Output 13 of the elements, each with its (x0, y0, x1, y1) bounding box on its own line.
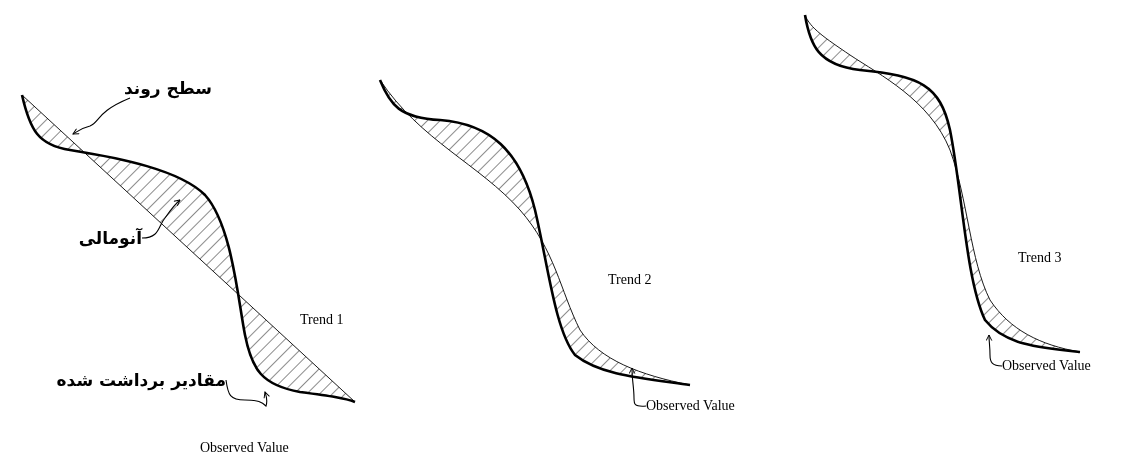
annotation-text: Trend 1 (300, 312, 344, 328)
callout-text: سطح روند (124, 78, 212, 98)
callout-text: Observed Value (1002, 358, 1091, 374)
leader-line (141, 199, 181, 239)
annotation-text: Trend 3 (1018, 250, 1062, 266)
callout-text: Observed Value (646, 398, 735, 414)
annotation-text: Trend 2 (608, 272, 652, 288)
leader-line (225, 379, 270, 407)
callout-text: مقادیر برداشت شده (56, 370, 226, 390)
leader-line (985, 334, 1003, 367)
annotation-text: Observed Value (200, 440, 289, 456)
leader-line (72, 97, 131, 135)
callout-text: آنومالی (78, 228, 142, 248)
